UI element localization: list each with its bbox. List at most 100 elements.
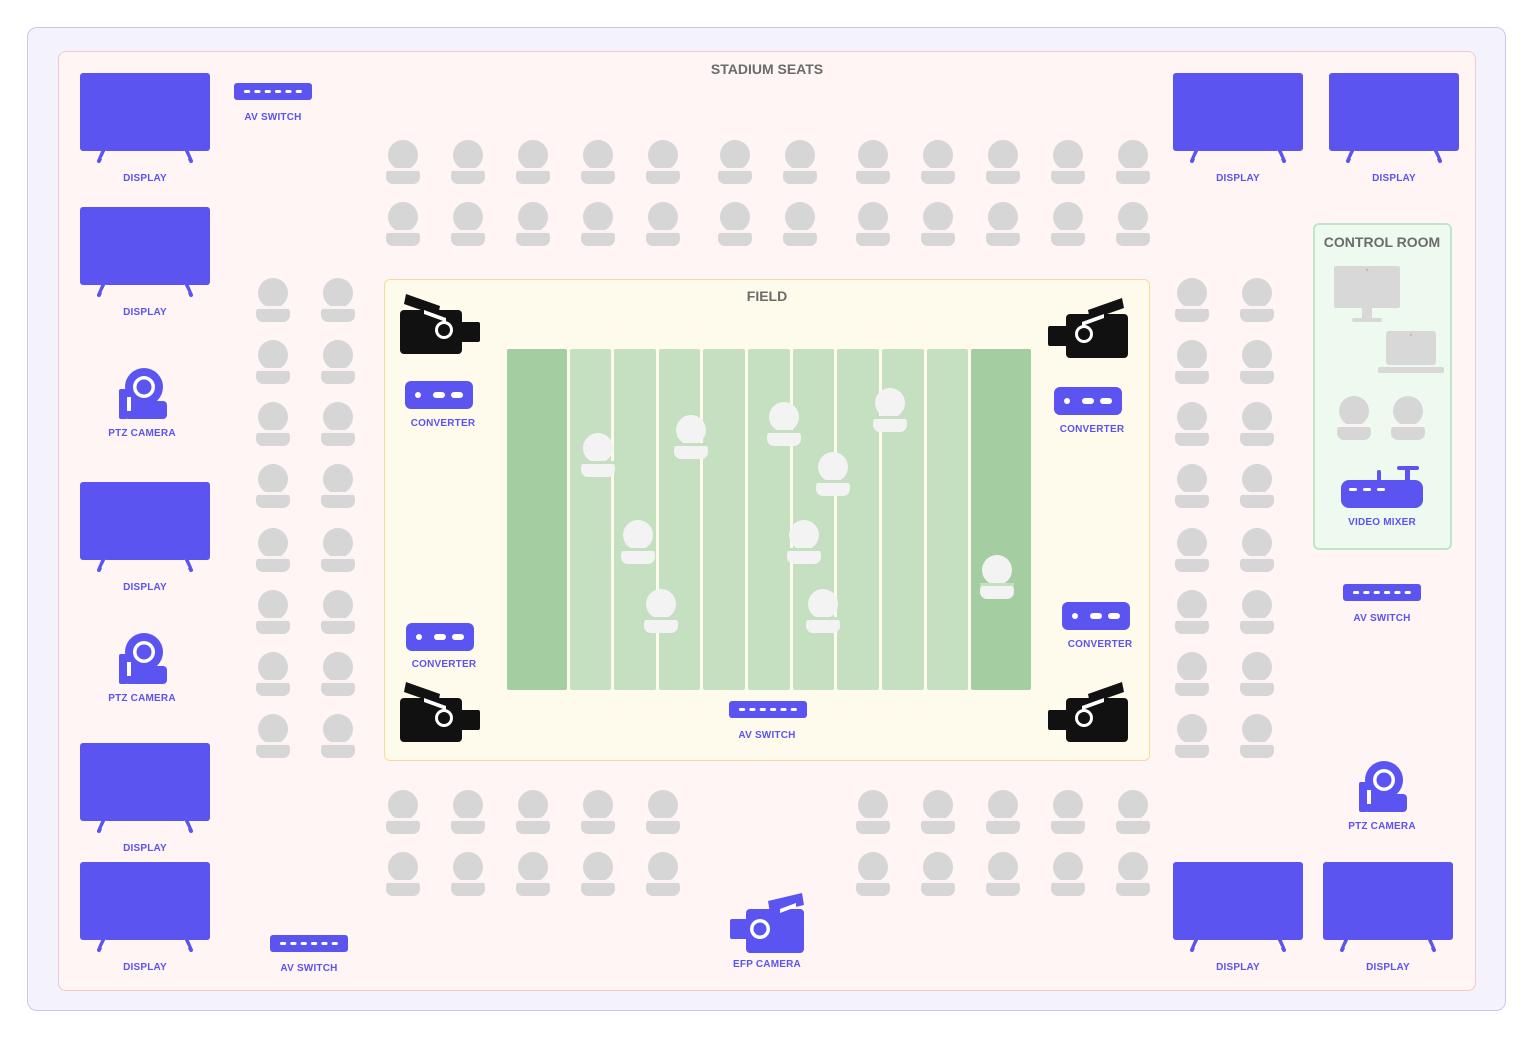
person-icon xyxy=(386,140,420,184)
person-icon xyxy=(1116,140,1150,184)
person-icon xyxy=(1051,140,1085,184)
field-title: FIELD xyxy=(746,288,788,304)
display-label: DISPLAY xyxy=(123,307,167,318)
ptz-camera-label: PTZ CAMERA xyxy=(108,428,176,439)
display-icon xyxy=(80,862,210,952)
person-icon xyxy=(1051,790,1085,834)
person-icon xyxy=(451,790,485,834)
yard-stripe xyxy=(658,349,701,690)
person-icon xyxy=(516,140,550,184)
person-icon xyxy=(321,340,355,384)
person-icon xyxy=(386,790,420,834)
person-icon xyxy=(783,140,817,184)
person-icon xyxy=(1391,396,1425,440)
person-icon xyxy=(1051,202,1085,246)
display-label: DISPLAY xyxy=(1372,173,1416,184)
person-icon xyxy=(986,790,1020,834)
video-mixer-label: VIDEO MIXER xyxy=(1348,517,1416,528)
broadcast-camera-icon xyxy=(400,682,480,742)
display-icon xyxy=(1323,862,1453,952)
person-icon xyxy=(646,202,680,246)
av-switch-icon xyxy=(729,701,807,718)
person-icon xyxy=(581,852,615,896)
person-icon xyxy=(581,140,615,184)
display-icon xyxy=(80,73,210,163)
person-icon xyxy=(921,140,955,184)
person-icon xyxy=(1116,852,1150,896)
person-icon xyxy=(986,202,1020,246)
person-icon xyxy=(718,202,752,246)
yard-stripe xyxy=(614,349,656,690)
person-icon xyxy=(1240,340,1274,384)
display-label: DISPLAY xyxy=(123,843,167,854)
person-icon xyxy=(256,402,290,446)
display-label: DISPLAY xyxy=(1366,962,1410,973)
av-switch-label: AV SWITCH xyxy=(1353,613,1411,624)
person-icon xyxy=(1240,652,1274,696)
person-icon xyxy=(767,402,801,446)
av-switch-icon xyxy=(270,935,348,952)
person-icon xyxy=(1175,528,1209,572)
person-icon xyxy=(321,402,355,446)
person-icon xyxy=(321,464,355,508)
person-icon xyxy=(321,590,355,634)
av-switch-icon xyxy=(234,83,312,100)
person-icon xyxy=(1175,590,1209,634)
converter-icon xyxy=(406,623,474,651)
av-switch-label: AV SWITCH xyxy=(738,730,796,741)
person-icon xyxy=(644,589,678,633)
endzone xyxy=(971,349,1031,690)
person-icon xyxy=(256,464,290,508)
person-icon xyxy=(451,202,485,246)
person-icon xyxy=(451,140,485,184)
av-switch-icon xyxy=(1343,584,1421,601)
display-icon xyxy=(80,482,210,572)
yard-stripe xyxy=(569,349,612,690)
person-icon xyxy=(321,528,355,572)
display-label: DISPLAY xyxy=(123,962,167,973)
broadcast-camera-icon xyxy=(1048,682,1128,742)
person-icon xyxy=(321,652,355,696)
person-icon xyxy=(1337,396,1371,440)
converter-label: CONVERTER xyxy=(410,418,476,429)
converter-label: CONVERTER xyxy=(1059,424,1125,435)
person-icon xyxy=(856,852,890,896)
control-room-title: CONTROL ROOM xyxy=(1323,234,1441,250)
person-icon xyxy=(386,202,420,246)
monitor-icon xyxy=(1334,266,1400,322)
ptz-camera-icon xyxy=(119,633,167,684)
person-icon xyxy=(621,520,655,564)
person-icon xyxy=(256,278,290,322)
yard-stripe xyxy=(703,349,746,690)
person-icon xyxy=(787,520,821,564)
person-icon xyxy=(321,714,355,758)
ptz-camera-label: PTZ CAMERA xyxy=(108,693,176,704)
person-icon xyxy=(856,202,890,246)
person-icon xyxy=(581,202,615,246)
video-mixer-icon xyxy=(1341,466,1423,508)
person-icon xyxy=(816,452,850,496)
person-icon xyxy=(921,852,955,896)
person-icon xyxy=(1240,714,1274,758)
person-icon xyxy=(581,790,615,834)
person-icon xyxy=(256,714,290,758)
person-icon xyxy=(516,790,550,834)
ptz-camera-icon xyxy=(119,368,167,419)
converter-label: CONVERTER xyxy=(1067,639,1133,650)
person-icon xyxy=(980,555,1014,599)
person-icon xyxy=(921,790,955,834)
person-icon xyxy=(581,433,615,477)
person-icon xyxy=(516,852,550,896)
person-icon xyxy=(1240,402,1274,446)
person-icon xyxy=(856,140,890,184)
display-icon xyxy=(80,207,210,297)
person-icon xyxy=(1240,528,1274,572)
converter-label: CONVERTER xyxy=(411,659,477,670)
person-icon xyxy=(646,852,680,896)
broadcast-camera-icon xyxy=(1048,298,1128,358)
person-icon xyxy=(1175,464,1209,508)
converter-icon xyxy=(405,381,473,409)
display-icon xyxy=(80,743,210,833)
endzone xyxy=(507,349,567,690)
av-switch-label: AV SWITCH xyxy=(244,112,302,123)
